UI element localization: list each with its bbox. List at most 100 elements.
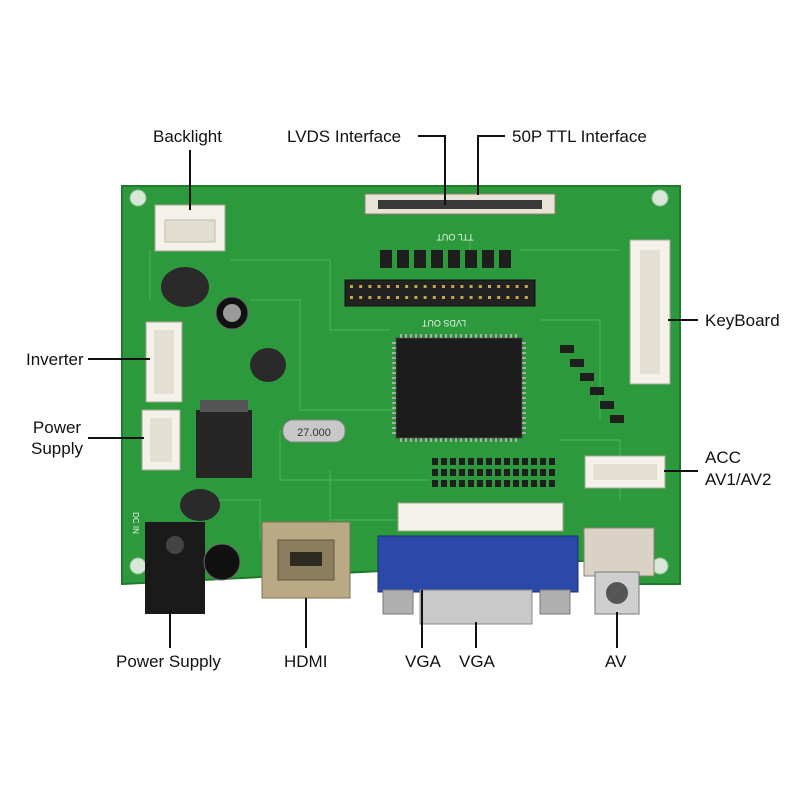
lvds-pin [451,296,455,299]
smd-chip [414,250,426,268]
chip-pin [510,438,512,442]
chip-pin [460,334,462,338]
lvds-pin [524,285,528,288]
main-chip-pins [392,334,526,442]
lvds-pin [451,285,455,288]
lvds-pin [377,285,381,288]
chip-pin [392,377,396,379]
chip-pin [405,438,407,442]
power-connector-slot [150,418,172,462]
lvds-pin [442,285,445,288]
chip-pin [522,347,526,349]
label-hdmi: HDMI [284,652,328,671]
smd-resistor [540,469,546,476]
chip-pin [500,438,502,442]
lvds-pin [414,285,418,288]
chip-pin [485,334,487,338]
chip-pin [480,334,482,338]
backlight-connector-pins [164,219,216,243]
chip-pin [455,334,457,338]
label-power-supply-left-line1: Power [32,418,82,437]
smd-resistor [522,480,528,487]
chip-pin [392,417,396,419]
main-chip [395,337,523,439]
smd-chip [482,250,494,268]
lvds-pin [432,296,436,299]
smd-resistor [513,458,519,465]
chip-pin [522,342,526,344]
chip-pin [430,438,432,442]
chip-pin [400,438,402,442]
av-jack-hole [606,582,628,604]
chip-pin [515,438,517,442]
label-lvds-interface: LVDS Interface [287,127,402,146]
chip-pin [435,334,437,338]
smd-resistor [531,480,537,487]
capacitor [203,543,241,581]
fpc-slot [378,200,542,209]
label-ttl-interface: 50P TTL Interface [512,127,647,146]
lvds-pin [469,285,473,288]
smd-resistor [540,480,546,487]
chip-pin [510,334,512,338]
chip-pin [522,372,526,374]
chip-pin [440,438,442,442]
chip-pin [430,334,432,338]
lvds-pin [497,285,501,288]
chip-pin [392,427,396,429]
chip-pin [505,334,507,338]
smd-resistor [486,469,492,476]
chip-pin [522,432,526,434]
smd-resistor [432,458,438,465]
chip-pin [392,362,396,364]
smd-resistor [549,480,555,487]
label-vga-2: VGA [459,652,495,671]
lvds-pin [478,285,482,288]
chip-pin [420,438,422,442]
chip-pin [392,402,396,404]
label-power-supply-left-line2: Supply [31,439,83,458]
smd-resistor [486,480,492,487]
inverter-connector-slot [154,330,174,394]
lvds-pin [432,285,436,288]
voltage-regulator [196,410,252,478]
lvds-pin [396,285,399,288]
lvds-pin [414,296,418,299]
lvds-pin [359,285,363,288]
label-keyboard: KeyBoard [705,311,780,330]
smd-resistor [459,480,465,487]
lvds-pin [442,296,445,299]
chip-pin [392,382,396,384]
chip-pin [455,438,457,442]
chip-pin [522,392,526,394]
smd-chip [570,359,584,367]
chip-pin [522,427,526,429]
chip-pin [392,342,396,344]
chip-pin [392,367,396,369]
chip-pin [522,397,526,399]
chip-pin [450,438,452,442]
smd-resistor [522,469,528,476]
lvds-pin [423,296,427,299]
smd-resistor [441,458,447,465]
chip-pin [485,438,487,442]
smd-resistor [468,480,474,487]
mount-hole [129,189,147,207]
label-backlight: Backlight [153,127,222,146]
lvds-pin [478,296,482,299]
mount-hole [651,189,669,207]
smd-resistor [549,458,555,465]
dc-in-silkscreen: DC IN [131,512,140,534]
label-power-supply-left: Power Supply [27,417,87,459]
chip-pin [465,334,467,338]
smd-components [380,250,624,423]
smd-resistor [495,480,501,487]
chip-pin [522,387,526,389]
smd-resistor [504,469,510,476]
smd-chip [590,387,604,395]
lvds-out-silkscreen: LVDS OUT [421,318,466,328]
regulator-tab [200,400,248,412]
smd-chip [600,401,614,409]
